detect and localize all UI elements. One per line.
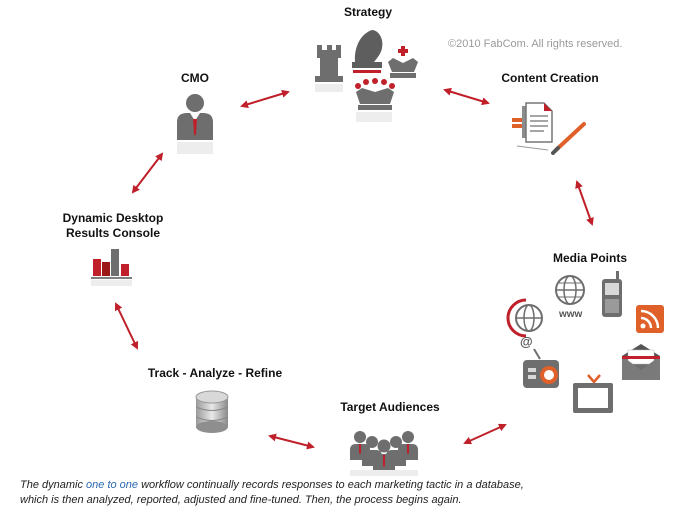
arrow-content-media <box>575 180 594 226</box>
console-label-line1: Dynamic Desktop <box>62 211 164 225</box>
media-points-label: Media Points <box>552 251 627 265</box>
icon-reflections <box>91 84 418 476</box>
content-creation-label: Content Creation <box>501 71 599 85</box>
arrow-console-cmo <box>131 152 164 194</box>
target-audience-group-icon <box>350 431 418 470</box>
target-audiences-label: Target Audiences <box>340 400 440 414</box>
radio-icon <box>523 348 559 388</box>
arrow-audiences-track <box>268 433 315 450</box>
strategy-label: Strategy <box>343 5 393 19</box>
track-analyze-refine-label: Track - Analyze - Refine <box>147 366 283 380</box>
database-icon <box>195 390 229 433</box>
www-text: www <box>559 309 583 320</box>
television-icon <box>573 374 613 413</box>
at-sign-text: @ <box>520 334 533 349</box>
arrow-cmo-strategy <box>240 89 290 109</box>
caption-part2: workflow continually records responses t… <box>138 479 524 491</box>
chess-pieces-icon <box>315 30 418 110</box>
caption: The dynamic one to one workflow continua… <box>20 478 690 508</box>
arrow-strategy-content <box>443 87 490 106</box>
arrow-media-audiences <box>463 423 507 445</box>
copyright-notice: ©2010 FabCom. All rights reserved. <box>448 38 623 50</box>
rook-icon <box>315 45 343 82</box>
king-icon <box>388 46 418 78</box>
console-label-line2: Results Console <box>65 226 161 240</box>
knight-icon <box>352 30 383 68</box>
caption-part1: The dynamic <box>20 479 87 491</box>
caption-line2: which is then analyzed, reported, adjust… <box>20 494 462 506</box>
queen-icon <box>355 78 395 110</box>
envelope-icon <box>622 344 660 380</box>
bar-chart-icon <box>91 249 132 279</box>
cmo-label: CMO <box>181 71 209 85</box>
arrow-track-console <box>114 302 139 350</box>
rss-feed-icon <box>636 305 664 333</box>
content-creation-icon <box>512 102 586 155</box>
globe-www-icon <box>555 275 585 305</box>
mobile-phone-icon <box>602 271 622 317</box>
globe-email-icon <box>506 298 543 338</box>
media-points-icons <box>506 271 664 413</box>
connector-arrows <box>114 87 594 450</box>
cmo-person-icon <box>177 94 213 140</box>
caption-link[interactable]: one to one <box>86 479 139 491</box>
